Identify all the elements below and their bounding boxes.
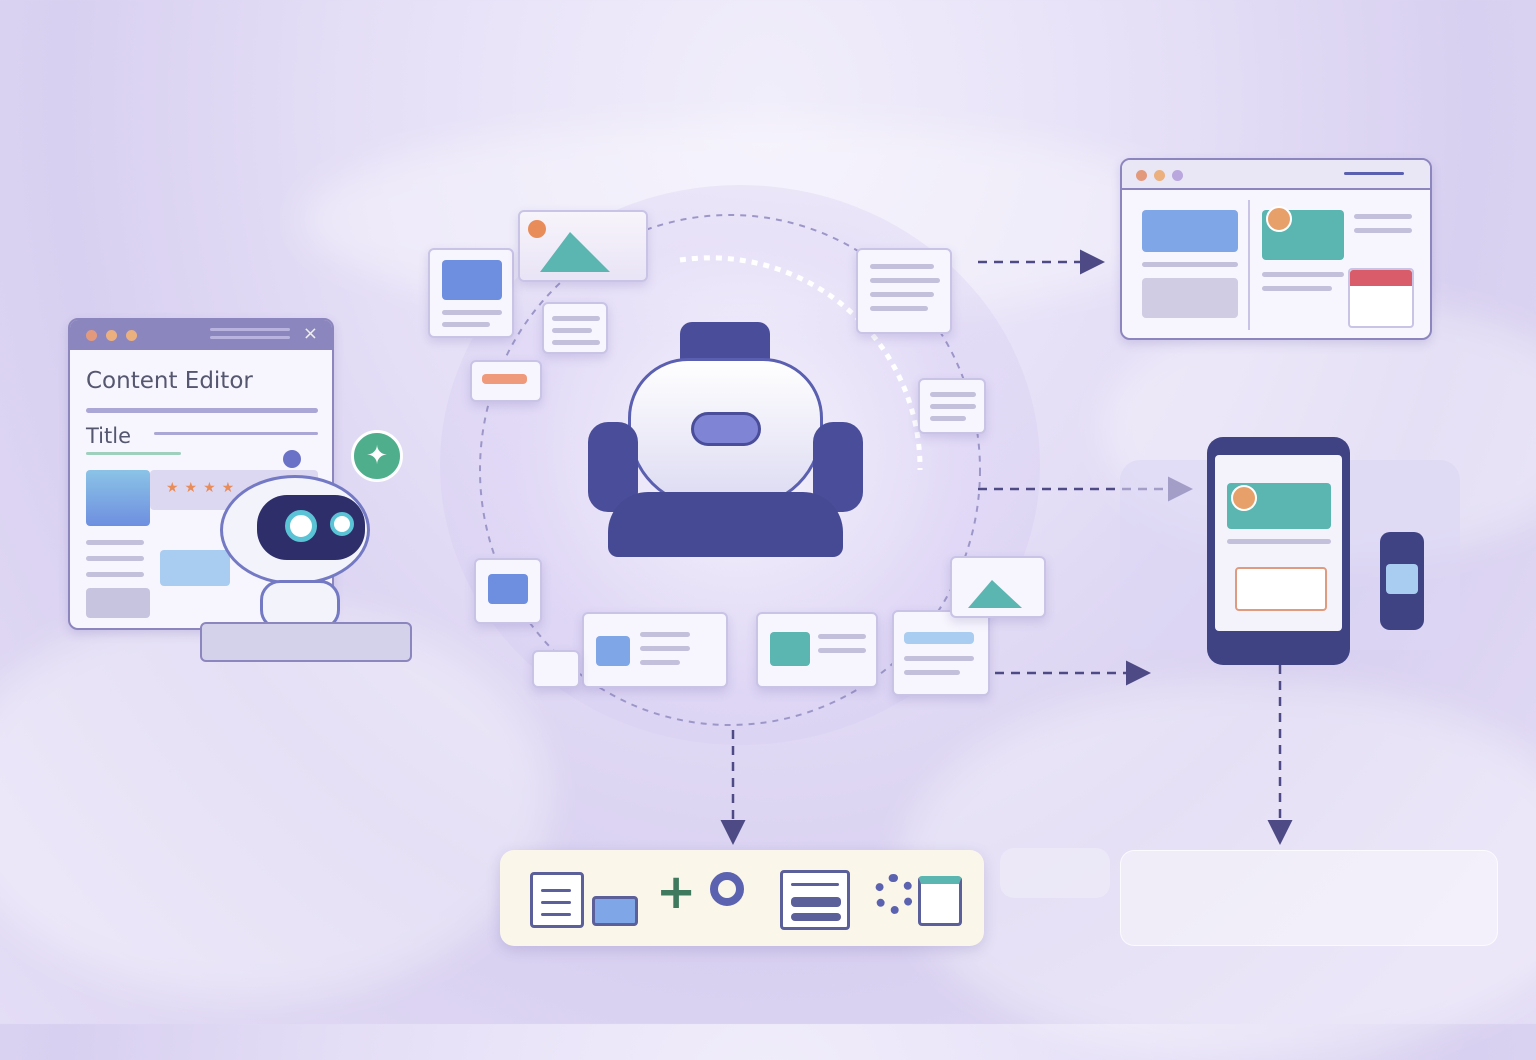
rating-stars: ★★★★ — [166, 480, 241, 496]
close-icon[interactable]: × — [302, 323, 318, 344]
ghost-panel — [1000, 848, 1110, 898]
floating-card — [470, 360, 542, 402]
floating-card — [428, 248, 514, 338]
phone — [1207, 437, 1350, 665]
landscape-image-card — [950, 556, 1046, 618]
floating-card — [532, 650, 580, 688]
plus-icon[interactable]: + — [656, 864, 697, 920]
document-card — [918, 378, 986, 434]
document-card — [856, 248, 952, 334]
lock-icon[interactable] — [592, 896, 638, 926]
floating-card — [542, 302, 608, 354]
window-titlebar: × — [70, 320, 332, 350]
flow-arrows — [479, 214, 1293, 845]
laptop — [200, 622, 412, 662]
content-editor-window: × Content Editor Title ★★★★ — [68, 318, 334, 630]
image-card — [756, 612, 878, 688]
image-thumbnail — [86, 470, 150, 526]
output-panel — [1120, 850, 1498, 946]
title-label[interactable]: Title — [86, 424, 132, 448]
floating-card — [892, 610, 990, 696]
floating-card — [474, 558, 542, 624]
gear-document-icon[interactable] — [874, 874, 914, 914]
editor-heading: Content Editor — [86, 368, 253, 394]
landscape-image-card — [518, 210, 648, 282]
assistant-robot: ✦ — [215, 430, 405, 630]
central-robot — [588, 322, 863, 557]
tool-tray: + — [500, 850, 984, 946]
layout-icon[interactable] — [780, 870, 850, 930]
web-preview-window — [1120, 158, 1432, 340]
green-sign-icon: ✦ — [351, 430, 403, 482]
floating-card — [582, 612, 728, 688]
smartwatch — [1380, 532, 1424, 630]
document-icon[interactable] — [530, 872, 584, 928]
search-icon[interactable] — [710, 872, 744, 906]
